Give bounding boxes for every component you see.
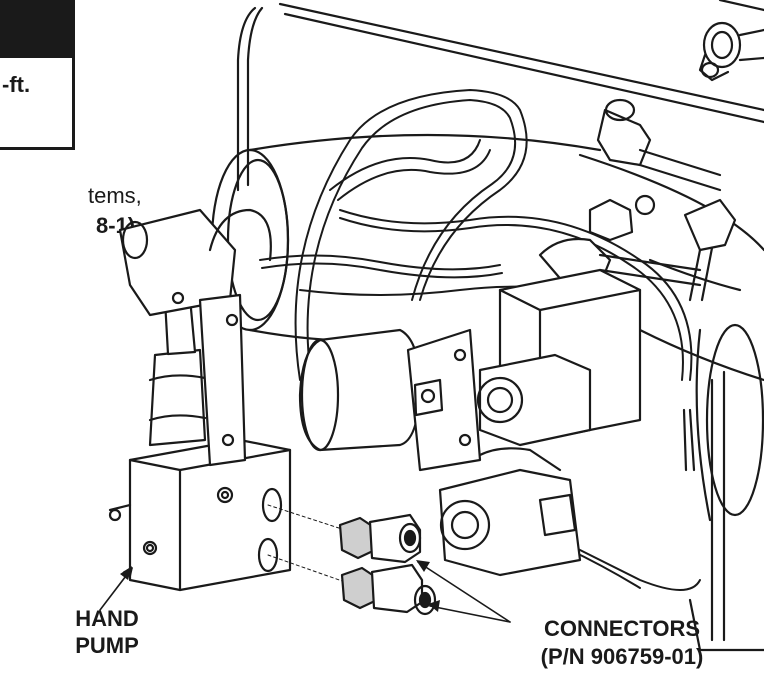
connectors-label-part-number: (P/N 906759-01)	[540, 644, 704, 669]
hand-pump	[108, 208, 292, 592]
hand-pump-label-line1: HAND	[75, 606, 139, 631]
frame-outline	[236, 0, 764, 652]
connectors-label: CONNECTORS (P/N 906759-01)	[497, 615, 747, 671]
body-text-line1: tems,	[88, 183, 142, 208]
hand-pump-label-line2: PUMP	[75, 633, 139, 658]
lower-valve-assembly	[438, 353, 592, 577]
alignment-lines	[267, 504, 346, 583]
connectors	[338, 513, 437, 616]
solenoid-valve	[298, 328, 482, 472]
upper-fittings	[538, 98, 737, 302]
arrowheads	[120, 560, 440, 612]
coiled-tubing	[259, 89, 701, 591]
note-box-text: -ft.	[2, 72, 31, 97]
note-box-header	[0, 0, 72, 58]
top-bolt	[698, 21, 764, 82]
connectors-label-line1: CONNECTORS	[543, 616, 701, 641]
hand-pump-label: HAND PUMP	[52, 605, 162, 659]
motor-housing	[210, 133, 764, 522]
